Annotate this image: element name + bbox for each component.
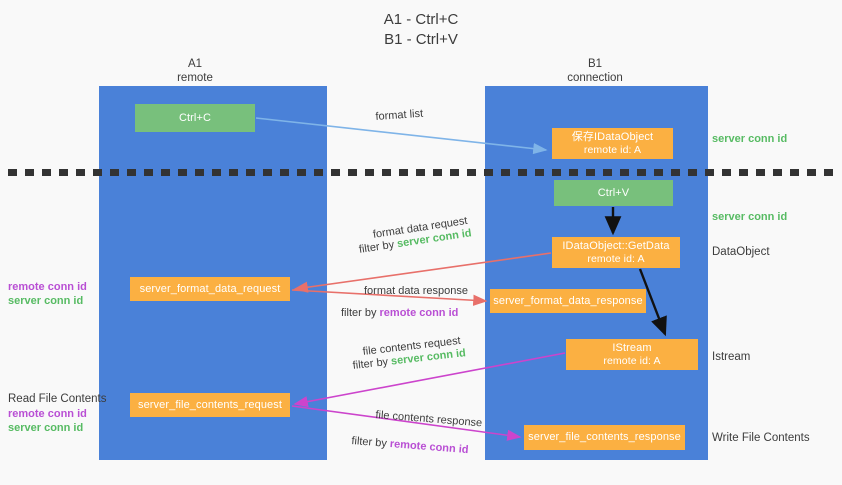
column-a1-sub: remote <box>177 72 213 84</box>
arrow-file-contents-response <box>291 405 522 441</box>
right-annotation-server-conn-id-mid: server conn id <box>712 211 788 223</box>
node-getdata-line1: IDataObject::GetData <box>562 239 670 252</box>
node-server-format-data-request[interactable]: server_format_data_request <box>130 277 290 301</box>
page-title: A1 - Ctrl+C B1 - Ctrl+V <box>0 10 842 50</box>
column-header-b1: B1 connection <box>530 57 660 85</box>
node-ctrl-v[interactable]: Ctrl+V <box>554 180 673 206</box>
node-idataobject-line1: 保存IDataObject <box>571 130 654 143</box>
node-server-file-contents-response[interactable]: server_file_contents_response <box>524 425 685 450</box>
filter-prefix: filter by <box>350 434 391 450</box>
node-server-format-data-response[interactable]: server_format_data_response <box>490 289 646 313</box>
arrow-format-list <box>255 117 548 155</box>
node-format-data-request-label: server_format_data_request <box>139 282 281 295</box>
left-annotation-remote-conn-id: remote conn id <box>8 281 87 293</box>
right-annotation-dataobject: DataObject <box>712 246 770 258</box>
left-annotation-group-2: Read File Contents remote conn id server… <box>8 392 106 435</box>
left-annotation-read-file-contents: Read File Contents <box>8 393 107 405</box>
column-b1-name: B1 <box>587 58 603 70</box>
right-annotation-istream: Istream <box>712 351 751 363</box>
node-getdata-line2: remote id: A <box>587 252 645 265</box>
column-a1-name: A1 <box>187 58 203 70</box>
right-annotation-server-conn-id-top: server conn id <box>712 133 788 145</box>
node-idataobject-getdata[interactable]: IDataObject::GetData remote id: A <box>552 237 680 268</box>
arrow-format-data-response <box>291 289 488 306</box>
column-header-a1: A1 remote <box>130 57 260 85</box>
column-b1-sub: connection <box>567 72 623 84</box>
node-istream-line2: remote id: A <box>603 354 661 367</box>
node-ctrl-c-label: Ctrl+C <box>178 111 212 124</box>
dashed-divider <box>8 169 834 176</box>
node-ctrl-v-label: Ctrl+V <box>597 186 630 199</box>
node-istream[interactable]: IStream remote id: A <box>566 339 698 370</box>
arrow-file-contents-request <box>293 352 566 408</box>
left-annotation-server-conn-id-2: server conn id <box>8 422 84 434</box>
filter-prefix: filter by <box>341 307 380 319</box>
arrow-getdata-to-istream <box>638 268 667 337</box>
right-annotation-write-file-contents: Write File Contents <box>712 432 810 444</box>
left-annotation-remote-conn-id-2: remote conn id <box>8 408 87 420</box>
arrow-format-data-request <box>293 252 552 293</box>
title-line-2: B1 - Ctrl+V <box>384 31 458 48</box>
edge-label-format-data-response: format data response <box>364 285 468 297</box>
node-server-file-contents-request[interactable]: server_file_contents_request <box>130 393 290 417</box>
filter-value-remote-conn-id: remote conn id <box>379 307 459 319</box>
node-idataobject[interactable]: 保存IDataObject remote id: A <box>552 128 673 159</box>
left-annotation-server-conn-id: server conn id <box>8 295 84 307</box>
node-ctrl-c[interactable]: Ctrl+C <box>135 104 255 132</box>
edge-label-format-data-response-filter: filter by remote conn id <box>341 306 458 321</box>
node-file-contents-request-label: server_file_contents_request <box>137 398 283 411</box>
node-format-data-response-label: server_format_data_response <box>493 294 643 307</box>
filter-prefix: filter by <box>352 355 392 372</box>
node-file-contents-response-label: server_file_contents_response <box>528 431 681 443</box>
title-line-1: A1 - Ctrl+C <box>383 11 459 28</box>
node-istream-line1: IStream <box>612 341 652 354</box>
left-annotation-group-1: remote conn id server conn id <box>8 280 87 308</box>
node-idataobject-line2: remote id: A <box>583 143 642 156</box>
